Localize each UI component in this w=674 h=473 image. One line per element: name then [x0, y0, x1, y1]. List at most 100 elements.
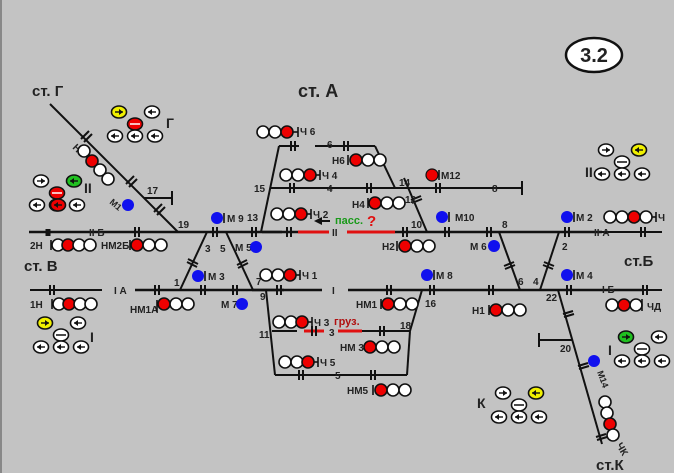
indicator-lamp-middle — [633, 342, 651, 356]
indicator-lamp-top-left — [110, 105, 128, 119]
signal-m1[interactable]: М1 — [108, 197, 134, 213]
svg-text:Н1: Н1 — [472, 306, 485, 317]
signal-nm3[interactable]: НМ 3 — [340, 340, 401, 354]
signal-ch6[interactable]: Ч 6 — [256, 125, 316, 139]
indicator-lamp-bottom — [593, 167, 611, 181]
switch-15: 15 — [254, 184, 266, 195]
signal-nm1a[interactable]: НМ1А — [130, 297, 195, 316]
signal-ch3[interactable]: Ч 3 — [272, 315, 330, 329]
svg-text:ЧД: ЧД — [647, 302, 661, 313]
signal-1n[interactable]: 1Н — [30, 297, 98, 311]
signal-ch2[interactable]: Ч 2 — [270, 207, 329, 221]
switch-11: 11 — [259, 330, 270, 341]
track-labels: 6 4 8 II I 3 5 II Б I А II А I Б 17 20 — [89, 140, 615, 382]
svg-text:Н2: Н2 — [382, 242, 395, 253]
signal-n4[interactable]: Н4 — [352, 196, 406, 211]
signal-m7[interactable]: М 7 — [221, 298, 248, 311]
svg-text:Ч 3: Ч 3 — [314, 318, 330, 329]
indicator-lamp-bottom — [126, 129, 144, 143]
track-label-II: II — [332, 228, 338, 239]
signal-m14[interactable]: М14 — [588, 355, 611, 389]
svg-text:М12: М12 — [441, 171, 461, 182]
signal-lamp-red — [368, 196, 382, 210]
panel-label-I-left: I — [90, 329, 94, 345]
svg-text:НМ 3: НМ 3 — [340, 343, 364, 354]
svg-text:М 2: М 2 — [576, 213, 593, 224]
track-label-8-upper: 8 — [492, 184, 498, 195]
signal-lamp-blue — [211, 212, 223, 224]
signal-n2[interactable]: Н2 — [382, 239, 436, 253]
indicator-lamp-bottom — [530, 410, 548, 424]
indicator-lamp-top-right — [65, 174, 83, 188]
signal-m2[interactable]: М 2 — [561, 211, 593, 224]
signal-ch4[interactable]: Ч 4 — [279, 168, 338, 182]
indicator-lamp-middle — [613, 155, 631, 169]
track-label-IIB: II Б — [89, 228, 105, 239]
signal-lamp-red — [349, 153, 363, 167]
signal-ch1[interactable]: Ч 1 — [259, 268, 318, 282]
signal-m3[interactable]: М 3 — [192, 270, 225, 283]
signal-lamp-blue — [236, 298, 248, 310]
signal-n1[interactable]: Н1 — [472, 303, 527, 317]
indicator-lamp-bottom — [490, 410, 508, 424]
track-label-17: 17 — [147, 186, 159, 197]
indicator-lamp-bottom — [106, 129, 124, 143]
panel-label-II-left: II — [84, 180, 92, 196]
signal-m8[interactable]: М 8 — [421, 269, 453, 282]
signal-nm5[interactable]: НМ5 — [347, 383, 412, 397]
signal-m6[interactable]: М 6 — [470, 240, 500, 253]
pass-question-mark: ? — [367, 213, 376, 230]
svg-text:НМ2Б: НМ2Б — [101, 241, 129, 252]
indicator-lamp-top-left — [494, 386, 512, 400]
switch-7: 7 — [256, 277, 262, 288]
signal-chk[interactable]: ЧК — [598, 395, 630, 459]
switch-3: 3 — [205, 244, 211, 255]
svg-text:2Н: 2Н — [30, 241, 43, 252]
signal-n6[interactable]: Н6 — [332, 153, 387, 167]
signal-chd[interactable]: ЧД — [605, 298, 661, 313]
signal-2n[interactable]: 2Н — [30, 238, 97, 252]
signal-nm1[interactable]: НМ1 — [356, 297, 419, 311]
signal-m4[interactable]: М 4 — [561, 269, 593, 282]
indicator-lamp-bottom — [72, 340, 90, 354]
switch-16: 16 — [425, 299, 437, 310]
signal-lamp-blue — [561, 211, 573, 223]
svg-text:М 7: М 7 — [221, 300, 238, 311]
svg-text:НМ1А: НМ1А — [130, 305, 158, 316]
indicator-lamp-top-right — [527, 386, 545, 400]
indicator-lamp-top-right — [630, 143, 648, 157]
signal-lamp-red — [398, 239, 412, 253]
svg-text:М1: М1 — [108, 197, 124, 213]
signal-lamp-red — [489, 303, 503, 317]
signal-lamp-blue — [122, 199, 134, 211]
indicator-lamp-bottom — [633, 354, 651, 368]
signal-lamp-red — [157, 297, 171, 311]
signal-lamp-red — [85, 154, 99, 168]
signal-lamp-red — [280, 125, 294, 139]
scheme-number-badge: 3.2 — [564, 36, 624, 74]
switch-14-12 — [403, 177, 428, 233]
svg-text:Ч 4: Ч 4 — [322, 171, 338, 182]
signal-ch5[interactable]: Ч 5 — [278, 355, 336, 369]
signal-m10[interactable]: М10 — [436, 211, 475, 224]
indicator-lamp-middle — [48, 186, 66, 200]
switch-10: 10 — [411, 220, 423, 231]
signal-ch[interactable]: Ч — [603, 210, 665, 224]
route-annotations: пасс. ? груз. — [314, 213, 376, 328]
indicator-lamp-bottom — [68, 198, 86, 212]
track-label-IB: I Б — [602, 285, 615, 296]
indicator-lamp-middle — [510, 398, 528, 412]
panel-label-I-right: I — [608, 342, 612, 358]
station-b-label: ст.Б — [624, 253, 654, 270]
signal-lamp-red — [374, 383, 388, 397]
track-label-IIA: II А — [594, 228, 610, 239]
signal-lamp-red — [627, 210, 641, 224]
signal-m12[interactable]: М12 — [425, 168, 461, 182]
indicator-lamp-top-left — [32, 174, 50, 188]
signal-lamp-red — [61, 238, 75, 252]
svg-text:Н4: Н4 — [352, 200, 365, 211]
signal-m9[interactable]: М 9 — [211, 212, 244, 225]
switch-13: 13 — [247, 213, 259, 224]
signal-m5[interactable]: М 5 — [235, 241, 262, 254]
signal-nm2b[interactable]: НМ2Б — [101, 238, 168, 252]
